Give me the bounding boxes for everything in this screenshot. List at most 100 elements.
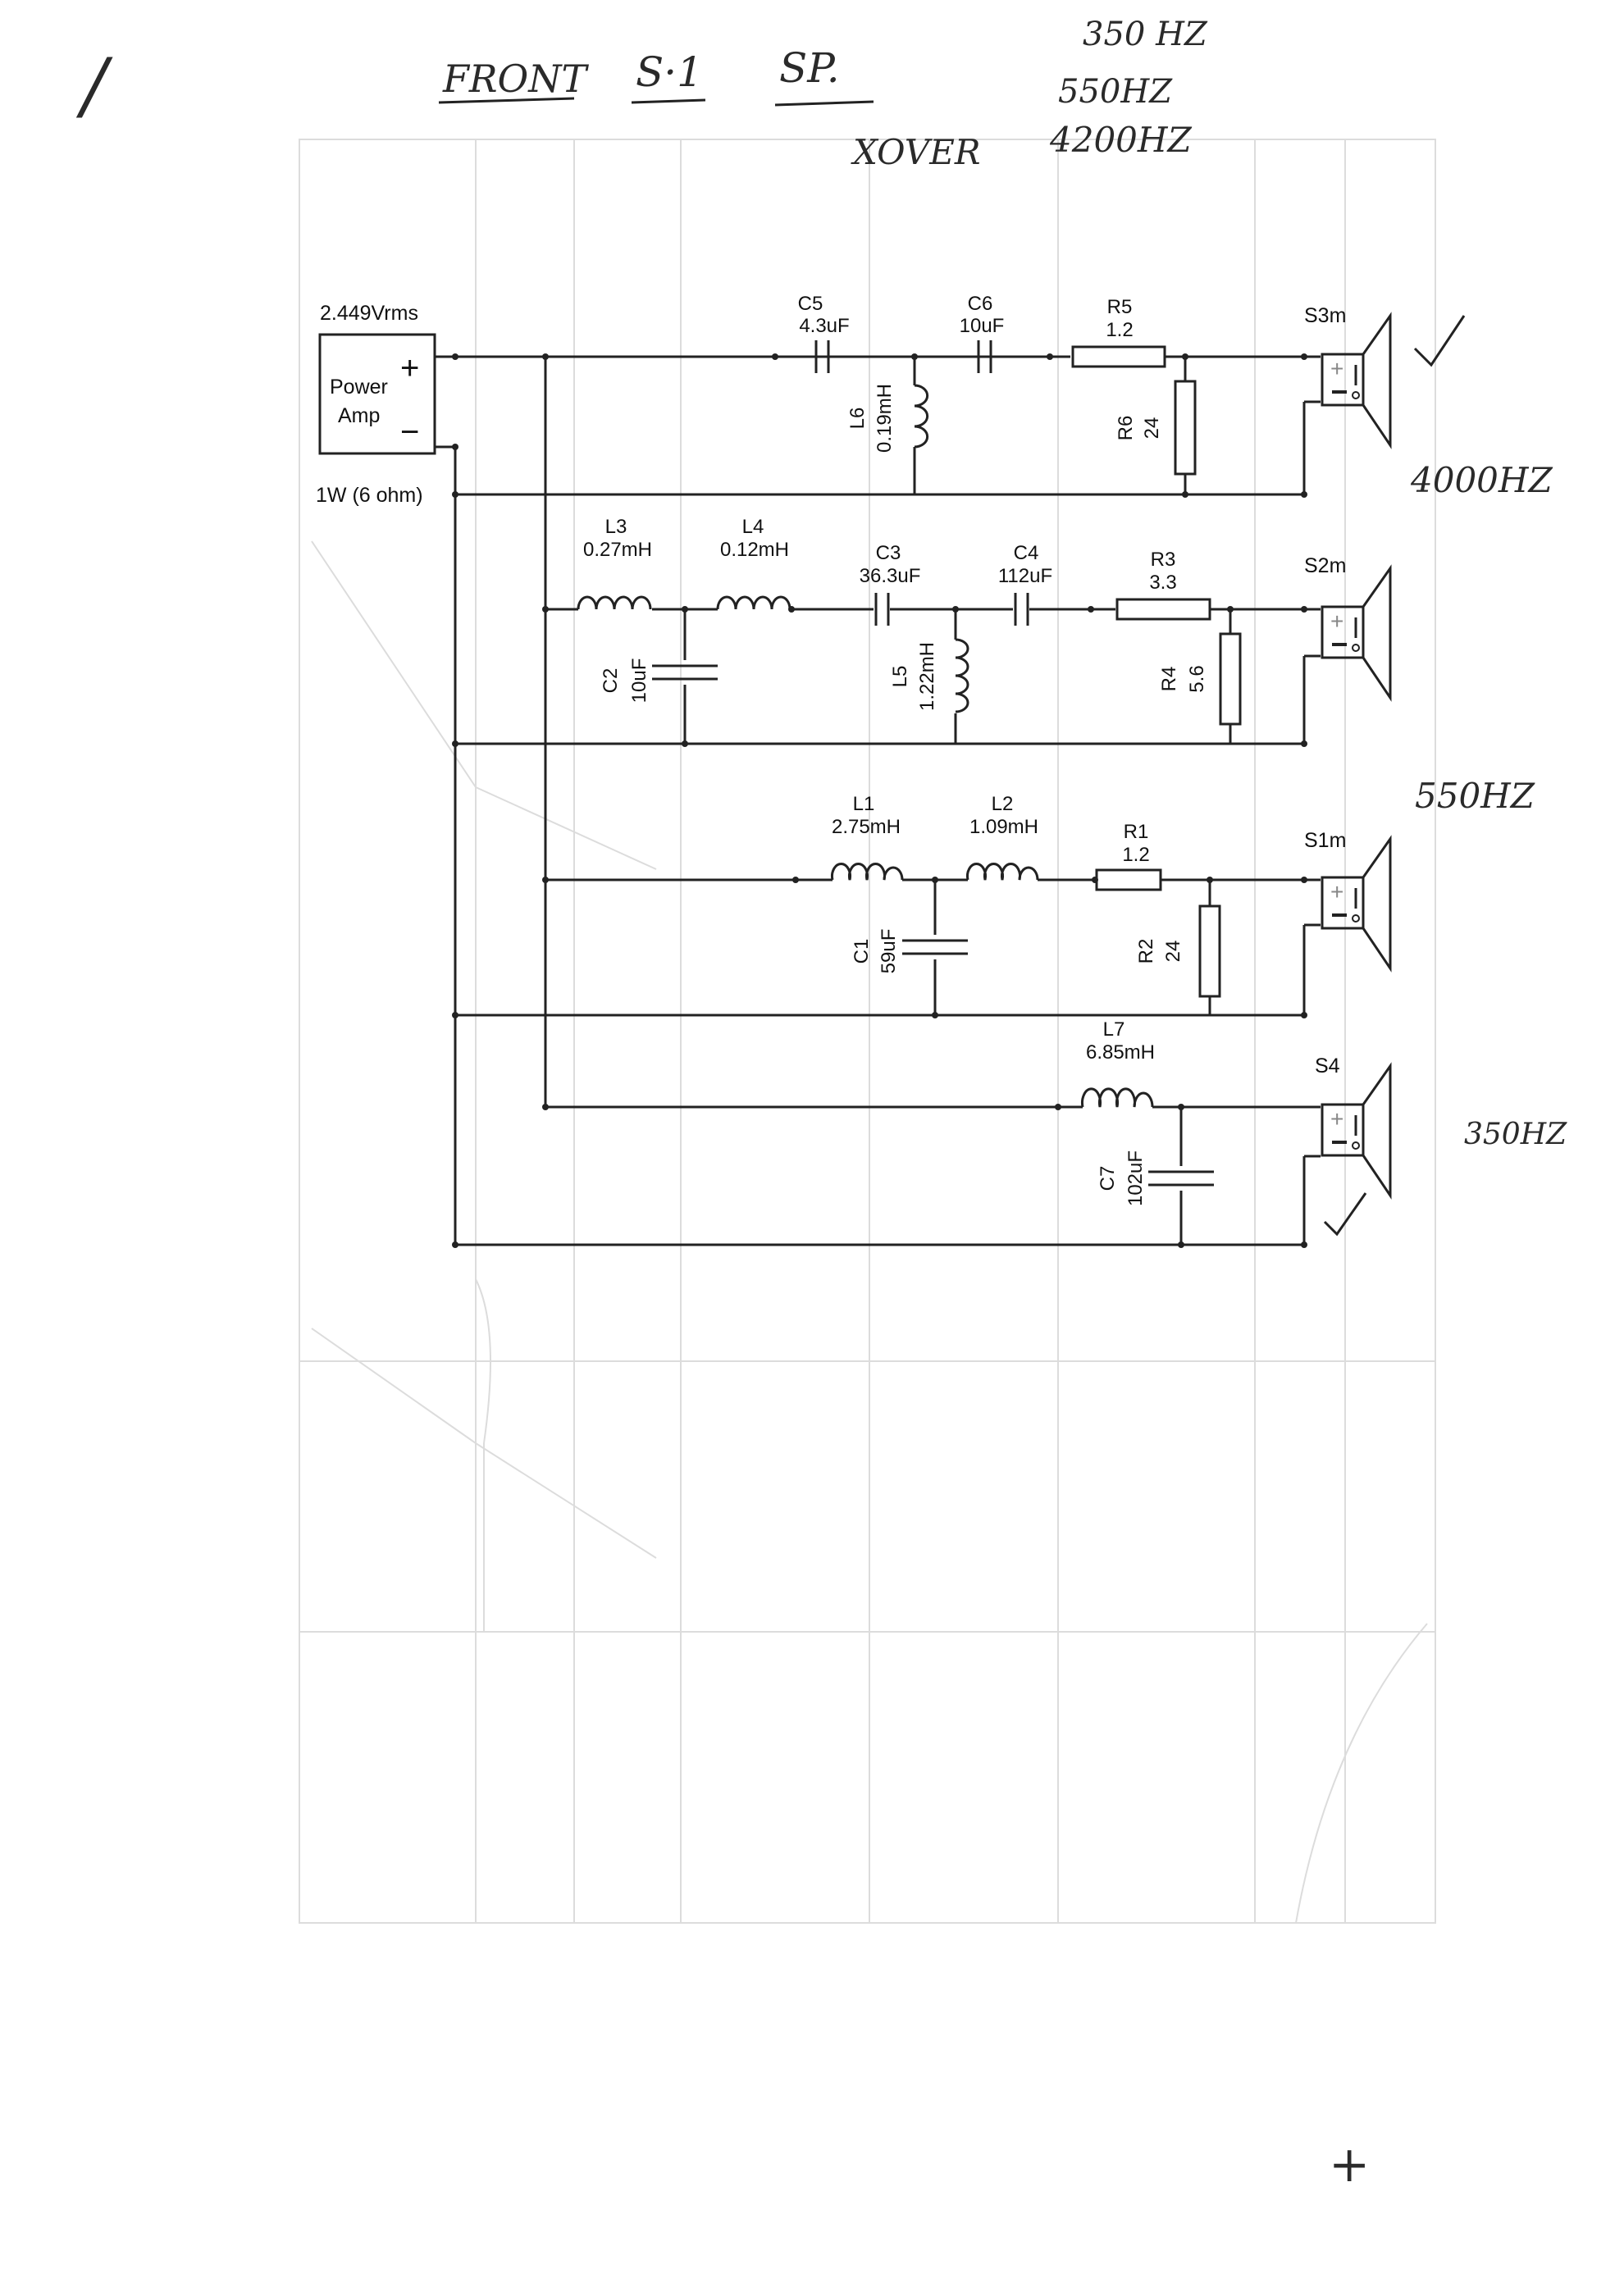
capacitor-C5 xyxy=(814,340,830,373)
amp-name-line2: Amp xyxy=(338,404,380,427)
R1-value: 1.2 xyxy=(1122,844,1149,866)
title-sp: SP. xyxy=(779,44,840,92)
capacitor-C4 xyxy=(1014,593,1029,626)
C6-value: 10uF xyxy=(960,315,1005,337)
speaker-S4-icon: + xyxy=(1321,1062,1392,1200)
C5-name: C5 xyxy=(798,293,823,315)
C4-value: 112uF xyxy=(998,565,1052,587)
junction-dots xyxy=(452,353,1307,1248)
R5-name: R5 xyxy=(1107,296,1133,318)
amp-name-line1: Power xyxy=(330,376,388,399)
L5-value: 1.22mH xyxy=(916,642,938,711)
speaker-S4-label: S4 xyxy=(1315,1055,1340,1077)
C2-name: C2 xyxy=(600,668,622,694)
amp-plus-terminal: + xyxy=(400,350,419,386)
resistor-R1 xyxy=(1095,868,1162,891)
C1-value: 59uF xyxy=(878,929,900,974)
R2-name: R2 xyxy=(1135,939,1157,964)
title-s1: S·1 xyxy=(636,48,703,96)
freq-note-350: 350 HZ xyxy=(1083,16,1208,53)
L6-value: 0.19mH xyxy=(874,384,896,453)
speaker-S2m-label: S2m xyxy=(1304,554,1346,577)
L4-name: L4 xyxy=(742,516,764,538)
L1-name: L1 xyxy=(853,793,875,815)
resistor-R2 xyxy=(1198,904,1221,998)
resistor-R5 xyxy=(1071,345,1166,368)
inductor-L5 xyxy=(955,638,969,713)
speaker-S3m-icon: + xyxy=(1321,312,1392,449)
L7-value: 6.85mH xyxy=(1086,1041,1155,1064)
C3-value: 36.3uF xyxy=(860,565,921,587)
svg-text:+: + xyxy=(1330,879,1343,904)
show-through-grid xyxy=(299,139,1436,1924)
title-front-underline xyxy=(438,97,575,104)
resistor-R6 xyxy=(1174,380,1197,476)
C7-name: C7 xyxy=(1097,1166,1119,1191)
inductor-L1 xyxy=(831,863,904,881)
C5-value: 4.3uF xyxy=(799,315,849,337)
C6-name: C6 xyxy=(968,293,993,315)
R5-value: 1.2 xyxy=(1106,319,1133,341)
svg-text:+: + xyxy=(1330,1106,1343,1132)
amp-power-label: 1W (6 ohm) xyxy=(316,484,423,507)
R4-name: R4 xyxy=(1158,667,1180,692)
L2-name: L2 xyxy=(992,793,1014,815)
title-xover: XOVER xyxy=(851,132,980,172)
amp-minus-terminal: − xyxy=(400,414,419,450)
R6-name: R6 xyxy=(1115,416,1137,441)
R6-value: 24 xyxy=(1141,417,1163,440)
resistor-R3 xyxy=(1115,598,1211,621)
inductor-L7 xyxy=(1081,1087,1154,1108)
R2-value: 24 xyxy=(1162,941,1184,963)
speaker-S1m-icon: + xyxy=(1321,835,1392,973)
speaker-S2m-icon: + xyxy=(1321,564,1392,702)
title-front: FRONT xyxy=(442,57,590,101)
side-note-550: 550HZ xyxy=(1415,776,1535,816)
L3-value: 0.27mH xyxy=(583,539,652,561)
L4-value: 0.12mH xyxy=(720,539,789,561)
capacitor-C6 xyxy=(977,340,992,373)
svg-text:+: + xyxy=(1330,608,1343,634)
L2-value: 1.09mH xyxy=(969,816,1038,838)
L5-name: L5 xyxy=(889,666,911,688)
capacitor-C1 xyxy=(902,939,968,955)
freq-note-550: 550HZ xyxy=(1058,73,1173,111)
page-mark: + xyxy=(1329,2136,1370,2194)
inductor-L2 xyxy=(966,863,1039,881)
L1-value: 2.75mH xyxy=(832,816,901,838)
side-note-350: 350HZ xyxy=(1464,1118,1567,1151)
C3-name: C3 xyxy=(876,542,901,564)
C7-value: 102uF xyxy=(1124,1150,1147,1206)
circuit-wires xyxy=(318,333,1321,1246)
resistor-R4 xyxy=(1219,632,1242,726)
R3-name: R3 xyxy=(1151,549,1176,571)
capacitor-C2 xyxy=(652,664,718,681)
inductor-L3 xyxy=(577,595,652,610)
speaker-S1m-label: S1m xyxy=(1304,829,1346,852)
check-mark-note: / xyxy=(75,43,113,129)
capacitor-C3 xyxy=(874,593,890,626)
inductor-L4 xyxy=(716,595,791,610)
check-mark-s4 xyxy=(1323,1192,1367,1237)
check-mark-s3m xyxy=(1413,315,1466,367)
R3-value: 3.3 xyxy=(1149,572,1176,594)
power-amp-box xyxy=(318,333,436,455)
side-note-4000: 4000HZ xyxy=(1410,460,1553,500)
L6-name: L6 xyxy=(846,408,869,430)
capacitor-C7 xyxy=(1148,1170,1214,1187)
C4-name: C4 xyxy=(1014,542,1039,564)
speaker-S3m-label: S3m xyxy=(1304,304,1346,327)
svg-text:+: + xyxy=(1330,356,1343,381)
title-sp-underline xyxy=(774,100,874,107)
C2-value: 10uF xyxy=(628,658,650,704)
C1-name: C1 xyxy=(851,939,873,964)
R1-name: R1 xyxy=(1124,821,1149,843)
title-s1-underline xyxy=(631,98,706,104)
R4-value: 5.6 xyxy=(1186,665,1208,692)
L3-name: L3 xyxy=(605,516,627,538)
L7-name: L7 xyxy=(1103,1018,1125,1041)
freq-note-4200: 4200HZ xyxy=(1049,120,1193,160)
inductor-L6 xyxy=(914,384,929,449)
amp-voltage-label: 2.449Vrms xyxy=(320,302,418,325)
